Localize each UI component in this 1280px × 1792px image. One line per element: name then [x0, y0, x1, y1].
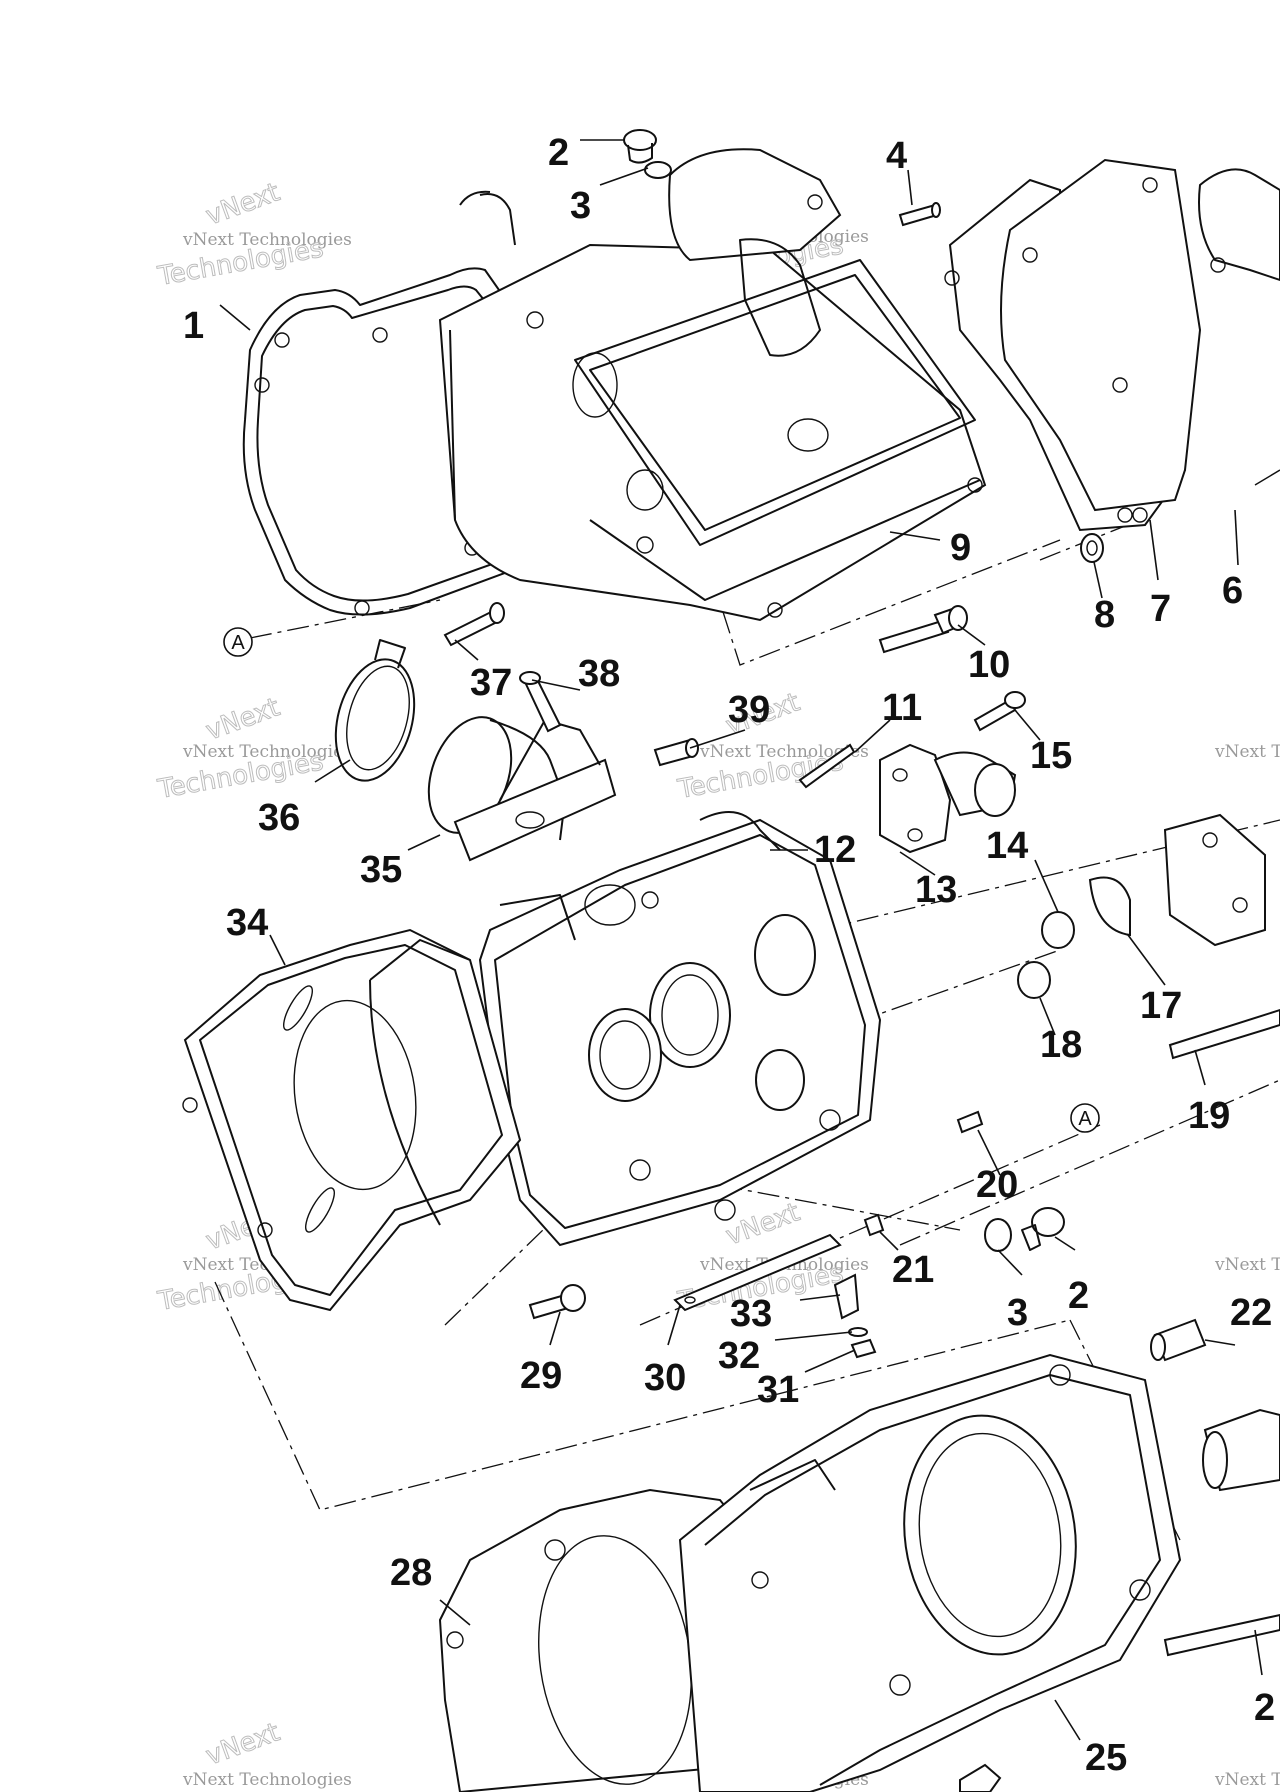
- callout-19: 19: [1188, 1095, 1230, 1137]
- water-fitting-lower: [1202, 1408, 1280, 1492]
- callout-22: 22: [1230, 1292, 1272, 1334]
- callout-17: 17: [1140, 985, 1182, 1027]
- woodruff-key-17: [1088, 876, 1131, 937]
- callout-3: 3: [570, 185, 591, 227]
- nut-31: [850, 1338, 877, 1359]
- reference-marker-a-upper: A: [223, 627, 253, 657]
- drain-plug-top: [623, 129, 657, 164]
- svg-text:vNext Technologies: vNext Technologies: [1214, 1770, 1280, 1790]
- callout-20: 20: [976, 1164, 1018, 1206]
- screw-38: [519, 671, 562, 733]
- svg-text:vNext: vNext: [202, 177, 284, 231]
- cylinder-block-25: [678, 1353, 1182, 1792]
- o-ring-top: [644, 161, 672, 179]
- callout-35: 35: [360, 849, 402, 891]
- callout-37: 37: [470, 662, 512, 704]
- callout-partial-right: 2: [1254, 1687, 1275, 1729]
- stud-11: [798, 743, 856, 789]
- watermark-mid-left: vNext vNext Technologies Technologies: [155, 692, 352, 806]
- callout-30: 30: [644, 1357, 686, 1399]
- bottom-fitting: [959, 1763, 1002, 1792]
- callout-32: 32: [718, 1335, 760, 1377]
- callout-4: 4: [886, 135, 907, 177]
- bolt-15: [973, 691, 1026, 732]
- callout-10: 10: [968, 644, 1010, 686]
- callout-14: 14: [986, 825, 1028, 867]
- intake-manifold: [453, 719, 617, 862]
- washer-8: [1080, 533, 1104, 563]
- callout-2: 2: [548, 132, 569, 174]
- svg-text:vNext Technologies: vNext Technologies: [1214, 742, 1280, 762]
- dowel-22: [1150, 1318, 1207, 1362]
- edge-gasket-right: [1198, 168, 1280, 486]
- callout-8: 8: [1094, 594, 1115, 636]
- callout-28: 28: [390, 1552, 432, 1594]
- callout-labels: 1 2 3 4 6 7 8 9 10 37 38 39 11 15 36 35 …: [183, 132, 1275, 1779]
- watermark-mid-center: vNext vNext Technologies Technologies: [675, 687, 869, 806]
- callout-7: 7: [1150, 588, 1171, 630]
- callout-25: 25: [1085, 1737, 1127, 1779]
- svg-text:vNext Technologies: vNext Technologies: [699, 742, 869, 762]
- callout-1: 1: [183, 305, 204, 347]
- long-stud-19: [1168, 1008, 1280, 1060]
- callout-6: 6: [1222, 570, 1243, 612]
- callout-36: 36: [258, 797, 300, 839]
- plug-2-lower: [1021, 1207, 1065, 1251]
- hose-clamp: [334, 639, 416, 782]
- long-stud-lower: [1163, 1613, 1280, 1657]
- callout-9: 9: [950, 527, 971, 569]
- svg-text:vNext: vNext: [202, 692, 284, 746]
- svg-text:vNext: vNext: [202, 1717, 284, 1771]
- stud-4: [898, 202, 941, 227]
- callout-12: 12: [814, 829, 856, 871]
- plug-39: [653, 738, 699, 767]
- side-cover-plate: [1000, 158, 1202, 523]
- gasket-30: [673, 1233, 842, 1312]
- valve-cover-gasket: [242, 267, 541, 616]
- head-body-side: [369, 939, 471, 1226]
- reference-marker-a-lower: A: [1070, 1103, 1100, 1133]
- cam-bearing-block: [1163, 813, 1266, 947]
- bushing-14: [1041, 911, 1075, 949]
- callout-18: 18: [1040, 1024, 1082, 1066]
- callout-3-lower: 3: [1007, 1292, 1028, 1334]
- callout-33: 33: [730, 1293, 772, 1335]
- plug-21: [863, 1213, 885, 1237]
- callout-2-lower: 2: [1068, 1275, 1089, 1317]
- svg-text:vNext Technologies: vNext Technologies: [182, 1770, 352, 1790]
- svg-text:vNext Technologies: vNext Technologies: [182, 742, 352, 762]
- watermark-right-edge: vNext Technologies vNext Technologies vN…: [1214, 227, 1280, 1790]
- head-gasket-34: [182, 928, 522, 1312]
- svg-text:A: A: [1078, 1108, 1092, 1130]
- head-gasket-12: [699, 811, 781, 851]
- o-ring-3-lower: [984, 1218, 1012, 1252]
- stud-33: [833, 1273, 860, 1320]
- watermark-top-left: vNext vNext Technologies Technologies: [155, 177, 352, 293]
- callout-21: 21: [892, 1249, 934, 1291]
- callout-39: 39: [728, 689, 770, 731]
- dowel-pin-20: [956, 1110, 984, 1134]
- leader-lines: [219, 139, 1263, 1741]
- callout-13: 13: [915, 869, 957, 911]
- water-elbow: [879, 743, 1017, 854]
- svg-text:vNext Technologies: vNext Technologies: [1214, 1255, 1280, 1275]
- bolt-10: [878, 605, 968, 654]
- callout-29: 29: [520, 1355, 562, 1397]
- callout-34: 34: [226, 902, 268, 944]
- callout-15: 15: [1030, 735, 1072, 777]
- bolt-37: [443, 602, 505, 647]
- callout-38: 38: [578, 653, 620, 695]
- callout-11: 11: [882, 687, 922, 729]
- svg-text:A: A: [231, 632, 245, 654]
- bolt-29: [528, 1284, 586, 1320]
- callout-31: 31: [757, 1369, 799, 1411]
- bushing-18: [1017, 961, 1051, 999]
- cylinder-head: [478, 818, 882, 1247]
- valve-cover: [438, 148, 987, 622]
- svg-text:vNext Technologies: vNext Technologies: [182, 230, 352, 250]
